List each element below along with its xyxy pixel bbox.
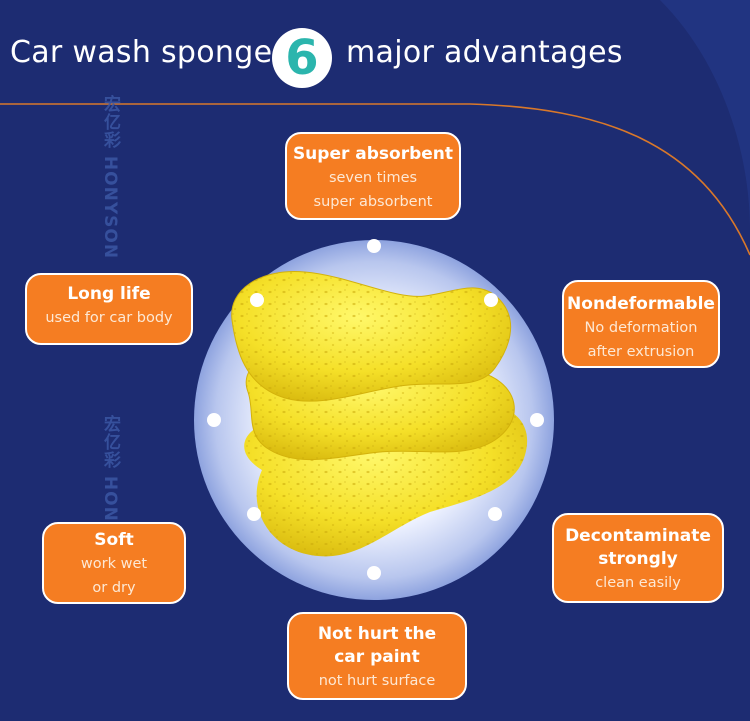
accent-curve [0,103,750,256]
circle-dot-bottom [367,566,381,580]
card-title: Soft [94,530,134,550]
circle-dot-top [367,239,381,253]
watermark-cn: 宏亿彩 [100,95,120,149]
number-badge: 6 [272,28,332,88]
circle-dot-top-left [250,293,264,307]
card-line: work wet [80,556,148,572]
card-nondeformable: Nondeformable No deformation after extru… [562,280,720,368]
card-line: or dry [92,580,136,596]
card-line: seven times [328,170,418,186]
card-title: Long life [67,284,151,304]
circle-dot-bottom-left [247,507,261,521]
title-after: major advantages [346,35,623,70]
card-line: used for car body [45,310,173,326]
circle-dot-right [530,413,544,427]
card-title: Not hurt the car paint [317,624,437,667]
card-long-life: Long life used for car body [25,273,193,345]
circle-dot-top-right [484,293,498,307]
watermark-cn: 宏亿彩 [100,415,120,469]
sponge-image [231,271,528,557]
card-line: super absorbent [313,194,433,210]
card-title: Decontaminate strongly [565,526,711,569]
card-title: Super absorbent [292,144,454,164]
right-lighter-edge [660,0,750,230]
circle-dot-left [207,413,221,427]
card-decontaminate: Decontaminate strongly clean easily [552,513,724,603]
watermark-top: 宏亿彩 HONYSON [98,95,123,259]
card-line: after extrusion [587,344,695,360]
circle-dot-bottom-right [488,507,502,521]
title-before: Car wash sponge [10,35,273,70]
card-super-absorbent: Super absorbent seven times super absorb… [285,132,461,220]
card-line: not hurt surface [318,673,436,689]
card-title: Nondeformable [567,294,715,314]
card-line: No deformation [584,320,698,336]
watermark-en: HONYSON [100,155,120,260]
card-line: clean easily [595,575,681,591]
card-not-hurt-paint: Not hurt the car paint not hurt surface [287,612,467,700]
card-soft: Soft work wet or dry [42,522,186,604]
